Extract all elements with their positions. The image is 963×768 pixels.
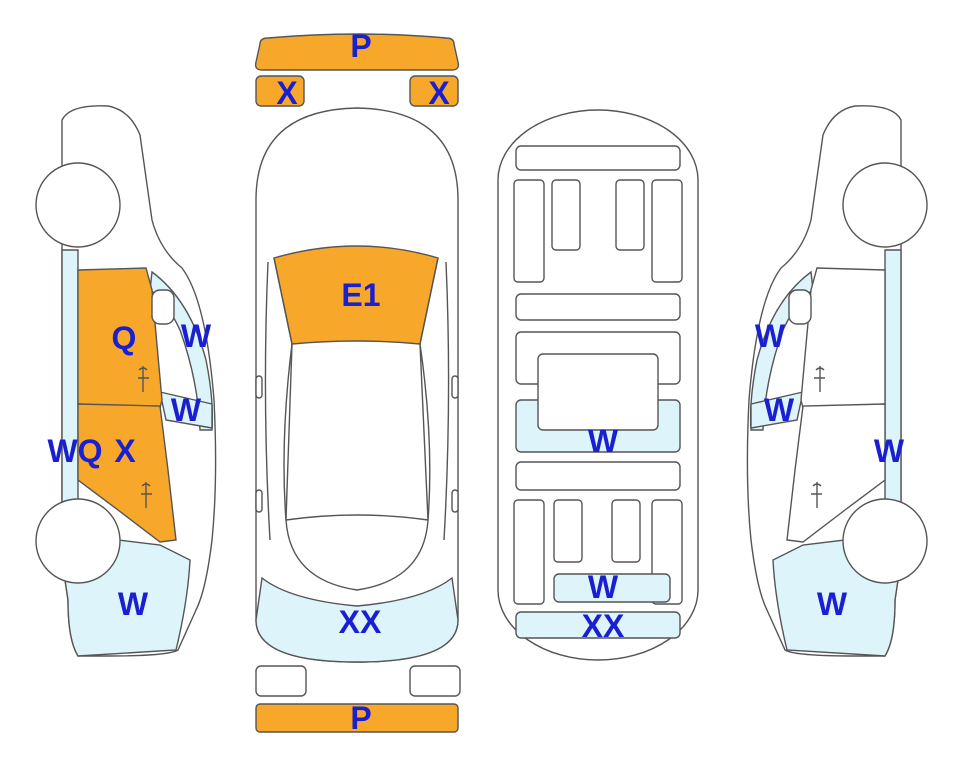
label-front-bumper: P [350, 28, 371, 64]
left-mirror-panel [159, 391, 213, 429]
car-left-side-view [35, 105, 217, 657]
underbody-front-left-rail [513, 179, 545, 283]
top-right-handle [451, 489, 459, 513]
underbody-cross-member [515, 293, 681, 321]
label-right-mirror: W [764, 392, 795, 428]
label-left-rear-door-2: WQ [47, 433, 102, 469]
right-front-handle [814, 366, 825, 392]
label-headlight-right: X [428, 75, 450, 111]
underbody-tank [537, 353, 659, 431]
label-right-side-panel: W [874, 433, 905, 469]
top-body-outline [255, 107, 459, 663]
right-quarter-window [788, 289, 812, 325]
left-quarter-window [151, 289, 175, 325]
roof-panel [255, 576, 459, 663]
top-rear-glass [285, 519, 429, 591]
taillight-left [255, 665, 307, 697]
front-bumper-panel [254, 33, 460, 71]
label-left-rear-quarter: W [118, 586, 149, 622]
label-underbody-center: W [588, 423, 619, 459]
rear-bumper-panel [255, 703, 459, 733]
label-underbody-rear: W [588, 569, 619, 605]
damage-labels: P X X E1 XX P Q W W X WQ W W W XX W W W … [47, 28, 904, 736]
right-front-door-panel [800, 267, 886, 409]
left-rear-handle [141, 482, 152, 508]
underbody-rear-panel [553, 573, 671, 603]
underbody-front-right-rail [651, 179, 683, 283]
label-headlight-left: X [276, 75, 298, 111]
right-rear-door-panel [786, 403, 886, 543]
car-top-view [254, 33, 461, 733]
label-rear-bumper: P [350, 700, 371, 736]
underbody-front-bar [515, 145, 681, 171]
underbody-rear-cross [515, 461, 681, 491]
label-left-rear-door: X [114, 433, 136, 469]
left-front-handle [138, 366, 149, 392]
underbody-rear-left-mount [553, 499, 583, 563]
label-left-mirror: W [171, 392, 202, 428]
car-right-side-view [746, 105, 928, 657]
label-left-a-pillar: W [181, 318, 212, 354]
left-rear-wheel [35, 498, 121, 584]
taillight-right [409, 665, 461, 697]
label-left-front-door: Q [112, 320, 137, 356]
underbody-rear-right-mount [611, 499, 641, 563]
underbody-front-right-mount [615, 179, 645, 251]
top-left-mirror [255, 375, 263, 399]
underbody-rear-left-rail [513, 499, 545, 605]
right-mirror-panel [750, 391, 804, 429]
top-cabin-outline [283, 343, 431, 521]
underbody-tail-panel [515, 611, 681, 639]
label-hood: E1 [341, 277, 380, 313]
label-right-rear-quarter: W [817, 586, 848, 622]
top-left-handle [255, 489, 263, 513]
right-rear-wheel [842, 498, 928, 584]
left-front-wheel [35, 162, 121, 248]
label-underbody-tail: XX [582, 608, 625, 644]
label-right-a-pillar: W [755, 318, 786, 354]
label-roof: XX [339, 604, 382, 640]
underbody-front-left-mount [551, 179, 581, 251]
headlight-right-panel [409, 75, 459, 107]
right-rear-handle [811, 482, 822, 508]
car-underbody-view [497, 109, 699, 661]
left-rear-door-panel [77, 403, 177, 543]
headlight-left-panel [255, 75, 305, 107]
top-right-mirror [451, 375, 459, 399]
right-front-wheel [842, 162, 928, 248]
